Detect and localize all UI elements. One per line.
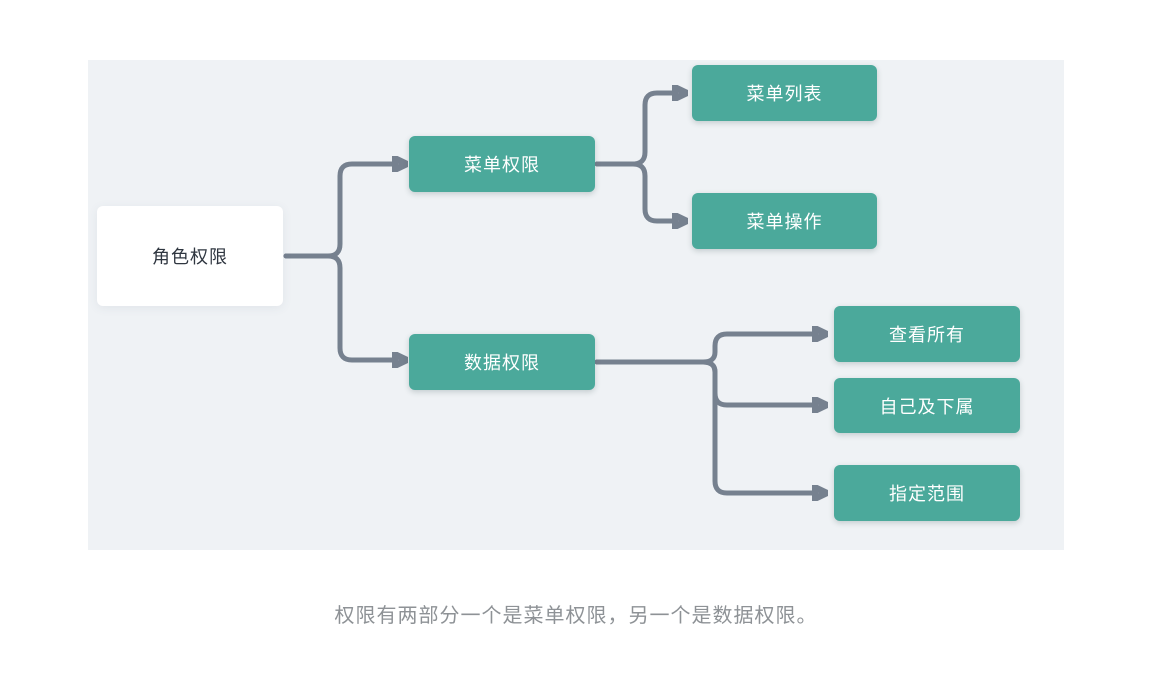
node-role-permission: 角色权限 — [97, 206, 283, 306]
connector-menu-to-menu-list — [594, 93, 676, 167]
diagram-caption: 权限有两部分一个是菜单权限，另一个是数据权限。 — [334, 605, 818, 627]
connector-data-to-specified-range — [594, 359, 816, 493]
node-menu-action: 菜单操作 — [692, 193, 877, 249]
node-specified-range: 指定范围 — [834, 465, 1020, 521]
node-self-subordinates: 自己及下属 — [834, 378, 1020, 433]
connector-data-to-view-all — [594, 334, 816, 365]
connector-lines — [283, 60, 1064, 550]
connector-menu-to-menu-action — [594, 161, 676, 221]
connector-root-to-data-permission — [283, 253, 396, 360]
node-menu-list: 菜单列表 — [692, 65, 877, 121]
node-view-all: 查看所有 — [834, 306, 1020, 362]
diagram-panel: 角色权限 菜单权限 数据权限 菜单列表 菜单操作 查看所有 自己及下属 指定范围 — [88, 60, 1064, 550]
node-menu-permission: 菜单权限 — [409, 136, 595, 192]
connector-data-to-self-subordinates — [594, 359, 816, 405]
connector-root-to-menu-permission — [283, 164, 396, 259]
node-data-permission: 数据权限 — [409, 334, 595, 390]
